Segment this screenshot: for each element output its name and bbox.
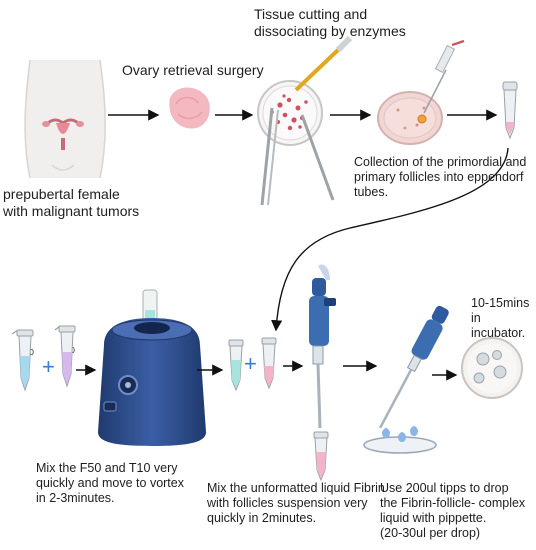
flow-arrows [76,109,509,381]
vortex-mixer-icon [98,289,206,446]
micropipette-icon [309,264,336,482]
surgery-label: Ovary retrieval surgery [122,62,264,78]
ovary-icon [169,87,210,129]
syringe-icon [377,39,465,145]
cutting-label: Tissue cutting and dissociating by enzym… [254,6,406,39]
angled-pipette-icon [363,305,449,454]
mix-vortex-label: Mix the F50 and T10 very quickly and mov… [36,461,184,505]
petri-dish-icon [257,35,353,206]
teal-tube-icon [228,339,244,392]
eppendorf-tube-icon [502,81,518,140]
plus-sign-1: + [42,354,55,379]
patient-label: prepubertal female with malignant tumors [3,186,140,219]
pink-tube-icon [261,337,277,390]
collection-label: Collection of the primordial and primary… [354,155,527,199]
t10-tube-icon [54,325,76,388]
arrow-curve [271,147,509,332]
plus-sign-2: + [244,351,257,376]
pipette-label: Use 200ul tipps to drop the Fibrin-folli… [380,481,526,540]
female-body-icon [24,59,107,179]
incubator-dish-icon [461,337,523,399]
f50-tube-icon [11,329,34,392]
incubator-label: 10-15mins in incubator. [471,296,530,340]
mix-fibrin-label: Mix the unformatted liquid Fibrin with f… [207,481,385,525]
